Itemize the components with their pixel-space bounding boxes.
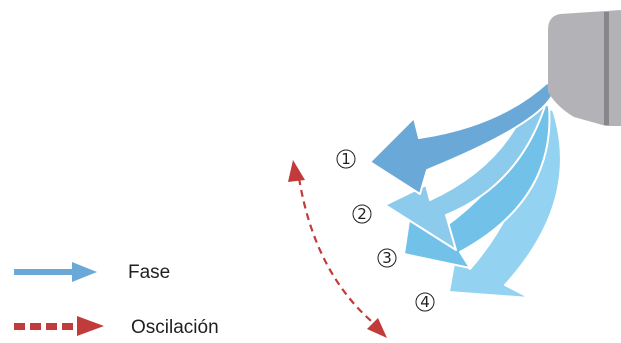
position-marker-3: 3 — [377, 248, 397, 268]
position-number-1: 1 — [341, 150, 351, 168]
oscillation-arrowhead-top — [288, 160, 305, 182]
unit-stripe — [604, 12, 609, 125]
legend-oscillation: Oscilación — [14, 316, 219, 338]
air-conditioner-unit — [548, 10, 621, 126]
oscillation-arrow-icon — [14, 316, 104, 336]
oscillation-dashed-line — [297, 177, 378, 327]
position-marker-4: 4 — [415, 292, 435, 312]
oscillation-indicator — [288, 160, 387, 338]
phase-arrow-icon — [14, 262, 97, 282]
airflow-arrow-2 — [384, 95, 547, 251]
position-marker-2: 2 — [352, 204, 372, 224]
legend: Fase Oscilación — [14, 262, 219, 338]
position-number-4: 4 — [420, 293, 430, 311]
oscillation-arrowhead-bottom — [367, 318, 387, 338]
oscillation-label: Oscilación — [131, 317, 219, 338]
unit-body — [548, 10, 621, 126]
airflow-arrows — [369, 81, 562, 299]
position-number-2: 2 — [357, 205, 367, 223]
airflow-arrow-1 — [369, 81, 553, 195]
position-number-3: 3 — [382, 249, 392, 267]
position-marker-1: 1 — [336, 149, 356, 169]
phase-label: Fase — [128, 262, 170, 283]
legend-phase: Fase — [14, 262, 170, 283]
